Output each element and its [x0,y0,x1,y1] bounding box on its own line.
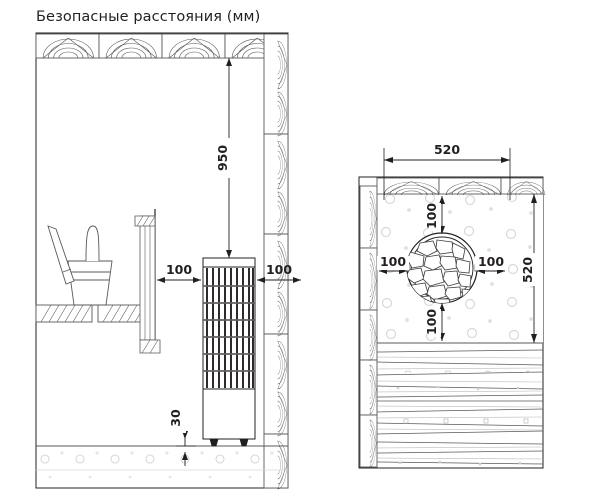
wall-panels [263,33,289,490]
dimension-value-100-left-top: 100 [380,254,406,269]
dimension-width-overall: 520 [384,142,510,163]
top-plan-view: 520 520 100 100 [358,142,546,469]
dimension-value-100-right-top: 100 [478,254,504,269]
dimension-clearance-left: 100 [377,254,409,274]
ceiling-panels [35,33,289,59]
page-title: Безопасные расстояния (мм) [36,9,261,25]
dimension-value-100-right: 100 [266,262,292,277]
wood-floor [377,349,543,466]
dimension-value-950: 950 [215,145,230,171]
wall-post [134,209,161,354]
dimension-ceiling-clearance: 950 [215,58,232,258]
dimension-value-30: 30 [168,409,183,427]
extension-lines-width [383,148,511,200]
dimension-clearance-bottom: 100 [424,303,445,341]
side-elevation-view: 950 100 100 30 [35,32,301,490]
dimension-clearance-top: 100 [424,196,445,234]
dimension-floor-clearance: 30 [168,405,196,466]
dimension-value-100-left: 100 [166,262,192,277]
dimension-depth-overall: 520 [520,194,537,343]
dimension-value-520-width: 520 [434,142,460,157]
ladle [47,225,75,285]
dimension-value-100-top: 100 [424,203,439,229]
mesh-stove [202,257,256,447]
wall-panels-top-edge [376,177,546,196]
bucket [67,225,113,306]
dimension-left-clearance: 100 [157,262,201,283]
dimension-value-100-bottom: 100 [424,309,439,335]
stove-circle [403,232,481,304]
dimension-right-clearance: 100 [257,262,301,283]
wall-panels-top [359,185,378,468]
dimension-clearance-right: 100 [475,254,507,274]
dimension-value-520-depth: 520 [520,257,535,283]
